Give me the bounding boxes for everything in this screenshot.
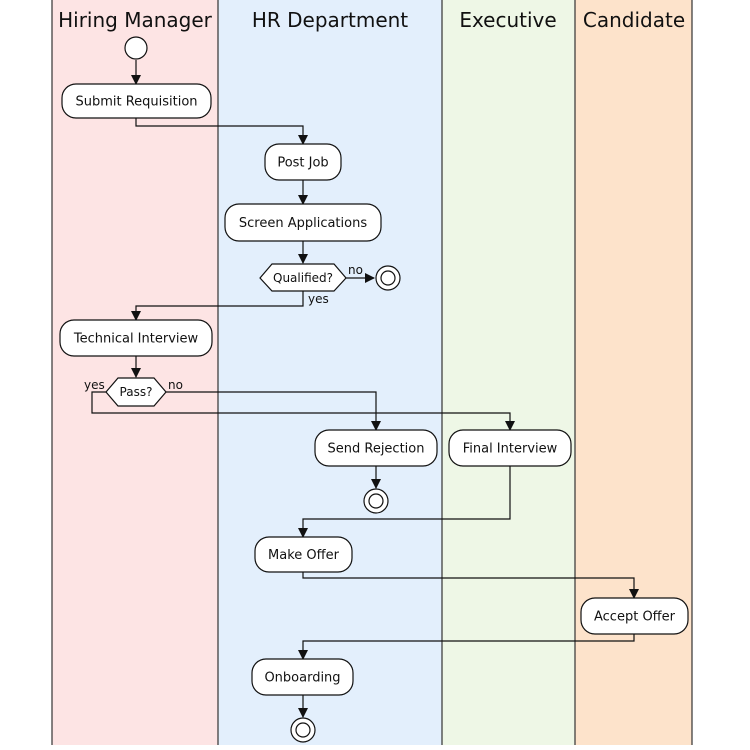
flow-pass-no bbox=[166, 391, 381, 431]
node-label: Onboarding bbox=[264, 671, 340, 686]
node-label: Screen Applications bbox=[239, 216, 367, 231]
lane-title-hr-department: HR Department bbox=[252, 8, 408, 32]
node-label: Final Interview bbox=[463, 442, 558, 457]
node-make-offer: Make Offer bbox=[254, 536, 353, 573]
lane-executive bbox=[442, 0, 575, 745]
edge-label-pass-no: no bbox=[168, 378, 183, 392]
end-node bbox=[290, 717, 316, 743]
lane-title-executive: Executive bbox=[459, 8, 556, 32]
end-node bbox=[375, 265, 401, 291]
node-final-interview: Final Interview bbox=[448, 429, 572, 467]
flow-pass-yes bbox=[91, 391, 515, 431]
flow-submit-to-post bbox=[135, 118, 308, 145]
lane-hr-department bbox=[218, 0, 442, 745]
node-label: Send Rejection bbox=[328, 442, 425, 457]
node-screen-applications: Screen Applications bbox=[224, 203, 382, 242]
node-accept-offer: Accept Offer bbox=[580, 597, 689, 635]
node-onboarding: Onboarding bbox=[251, 658, 354, 696]
decision-pass: Pass? bbox=[105, 377, 167, 407]
flow-accept-to-onboarding bbox=[298, 634, 635, 660]
node-label: Technical Interview bbox=[73, 332, 199, 347]
node-technical-interview: Technical Interview bbox=[59, 319, 213, 357]
decision-label: Qualified? bbox=[273, 271, 333, 285]
node-post-job: Post Job bbox=[264, 143, 342, 181]
node-label: Accept Offer bbox=[594, 610, 676, 625]
flow-final-to-offer bbox=[298, 466, 511, 538]
node-label: Submit Requisition bbox=[75, 95, 197, 110]
start-node bbox=[124, 36, 148, 60]
decision-qualified: Qualified? bbox=[259, 263, 347, 292]
lane-title-candidate: Candidate bbox=[583, 8, 685, 32]
end-node bbox=[363, 488, 389, 514]
edge-label-qualified-yes: yes bbox=[308, 292, 329, 306]
node-label: Make Offer bbox=[268, 548, 340, 563]
node-label: Post Job bbox=[277, 156, 328, 171]
node-send-rejection: Send Rejection bbox=[314, 429, 438, 467]
lane-title-hiring-manager: Hiring Manager bbox=[58, 8, 213, 32]
edge-label-pass-yes: yes bbox=[84, 378, 105, 392]
flow-offer-to-accept bbox=[302, 572, 639, 599]
edge-label-qualified-no: no bbox=[348, 263, 363, 277]
decision-label: Pass? bbox=[120, 385, 153, 399]
flow-qualified-yes bbox=[131, 291, 304, 321]
node-submit-requisition: Submit Requisition bbox=[61, 83, 212, 119]
